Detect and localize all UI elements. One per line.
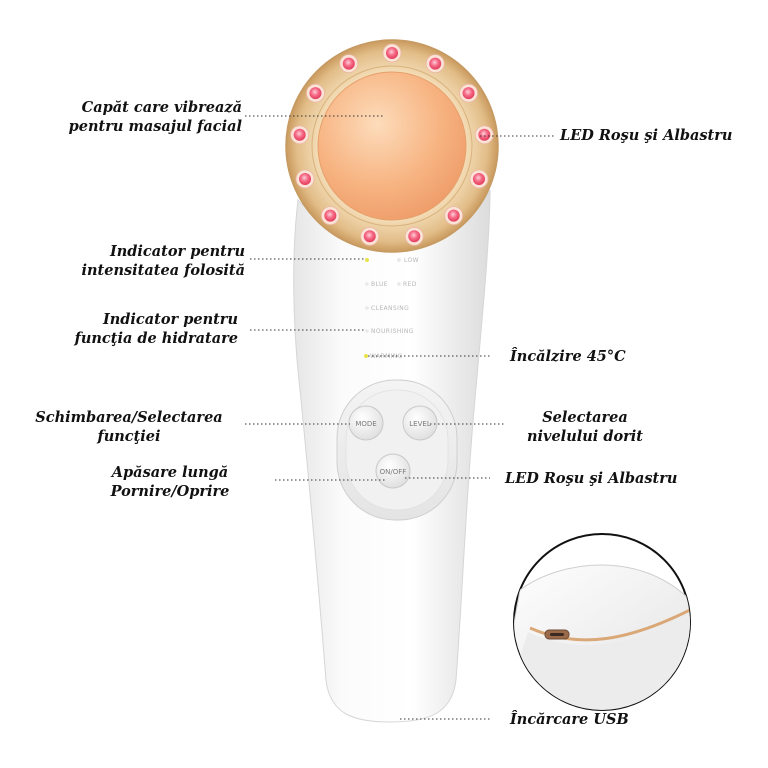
led-light — [429, 57, 442, 70]
label-vibrating-head-line1: Capăt care vibrează — [81, 99, 242, 116]
led-light — [478, 128, 491, 141]
label-mode-line2: funcţiei — [97, 428, 161, 445]
led-light — [324, 209, 337, 222]
led-light — [363, 230, 376, 243]
indicator-red: RED — [403, 281, 417, 288]
onoff-button-label: ON/OFF — [380, 468, 407, 476]
label-led-top-text: LED Roşu şi Albastru — [560, 127, 733, 144]
label-led-bottom: LED Roşu şi Albastru — [505, 469, 677, 488]
led-light — [293, 128, 306, 141]
led-light — [342, 57, 355, 70]
label-usb-text: Încărcare USB — [510, 711, 629, 728]
blue-dot — [365, 282, 369, 286]
indicator-warming: WARMING — [370, 353, 403, 360]
led-light — [386, 47, 398, 59]
usb-zoom-inset — [513, 533, 691, 711]
led-light — [462, 87, 475, 100]
head-ring-inner-rim — [311, 65, 473, 227]
label-vibrating-head-line2: pentru masajul facial — [68, 118, 242, 135]
label-mode-line1: Schimbarea/Selectarea — [35, 409, 223, 426]
label-heating-text: Încălzire 45°C — [510, 348, 626, 365]
led-light — [447, 209, 460, 222]
led-light — [299, 172, 312, 185]
label-hydration-line1: Indicator pentru — [102, 311, 238, 328]
mode-button-label: MODE — [355, 420, 376, 428]
label-vibrating-head: Capăt care vibrează pentru masajul facia… — [20, 98, 242, 136]
mode-button[interactable]: MODE — [348, 405, 384, 441]
intensity-dot-1 — [365, 258, 369, 262]
label-intensity-line2: intensitatea folosită — [81, 262, 245, 279]
label-level-line2: nivelului dorit — [526, 428, 643, 445]
label-level-select: Selectarea nivelului dorit — [500, 408, 670, 446]
indicator-low: LOW — [404, 257, 419, 264]
level-button-label: LEVEL — [409, 420, 431, 428]
label-mode-select: Schimbarea/Selectarea funcţiei — [16, 408, 242, 446]
red-dot — [397, 282, 401, 286]
level-button[interactable]: LEVEL — [402, 405, 438, 441]
vibrating-plate — [317, 71, 467, 221]
label-led-bottom-text: LED Roşu şi Albastru — [505, 470, 678, 487]
onoff-button[interactable]: ON/OFF — [375, 453, 411, 489]
label-long-press: Apăsare lungă Pornire/Oprire — [70, 463, 270, 501]
leader-lines — [245, 115, 556, 720]
led-ring — [290, 43, 494, 246]
intensity-dot-2 — [397, 258, 401, 262]
label-level-line1: Selectarea — [542, 409, 628, 426]
label-heating: Încălzire 45°C — [510, 347, 626, 366]
indicator-panel: LOW BLUE RED CLEANSING NOURISHING WARMIN… — [364, 257, 419, 360]
label-long-press-line2: Pornire/Oprire — [110, 483, 230, 500]
indicator-cleansing: CLEANSING — [371, 305, 409, 312]
label-intensity-line1: Indicator pentru — [109, 243, 245, 260]
label-intensity-indicator: Indicator pentru intensitatea folosită — [20, 242, 245, 280]
indicator-nourishing: NOURISHING — [371, 328, 414, 335]
led-light — [408, 230, 421, 243]
indicator-blue: BLUE — [371, 281, 388, 288]
label-led-top: LED Roşu şi Albastru — [560, 126, 732, 145]
led-light — [472, 172, 485, 185]
nourishing-dot — [365, 329, 369, 333]
label-long-press-line1: Apăsare lungă — [111, 464, 229, 481]
label-hydration-line2: funcţia de hidratare — [74, 330, 238, 347]
label-usb-charging: Încărcare USB — [510, 710, 629, 729]
warming-dot — [364, 354, 368, 358]
led-light — [309, 87, 322, 100]
usb-port-slot — [550, 633, 564, 636]
cleansing-dot — [365, 306, 369, 310]
label-hydration-indicator: Indicator pentru funcţia de hidratare — [20, 310, 238, 348]
